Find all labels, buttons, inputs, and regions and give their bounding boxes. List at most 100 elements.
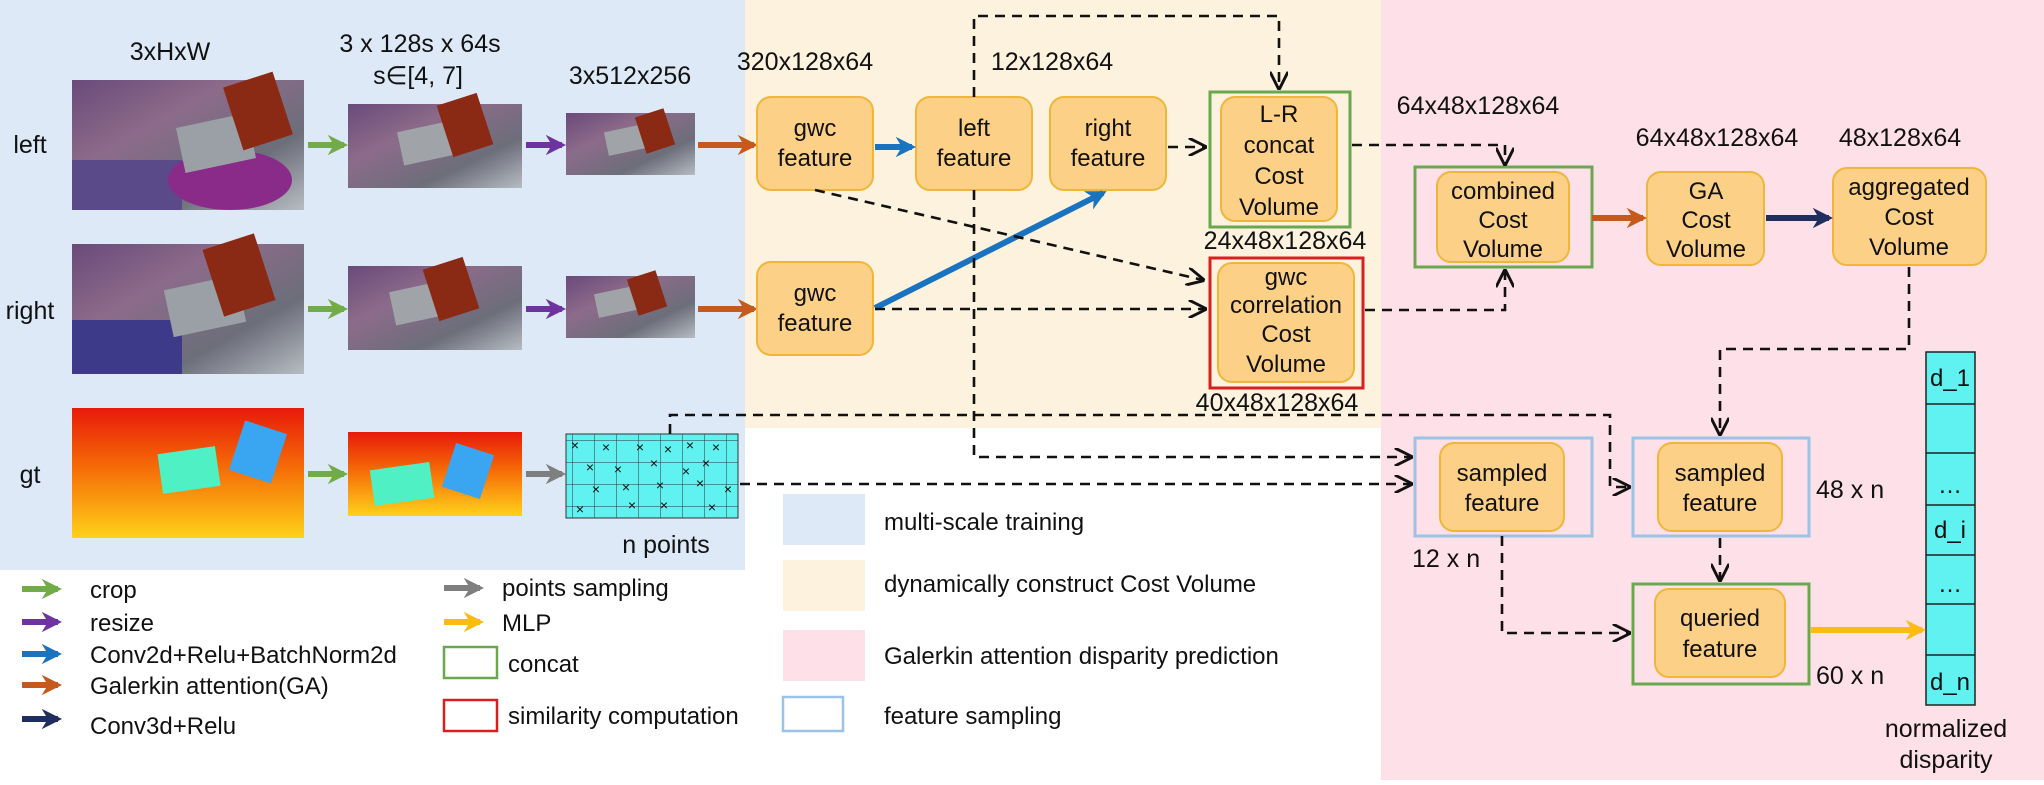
left-resize-image: [566, 108, 695, 175]
sampled-2-line2: feature: [1683, 490, 1758, 517]
dim-queried: 60 x n: [1816, 662, 1884, 690]
sample-point-mark: ×: [614, 461, 622, 477]
gwc-corr-line4: Volume: [1246, 351, 1326, 378]
gwc-corr-line3: Cost: [1261, 321, 1311, 348]
ga-cost-line3: Volume: [1666, 236, 1746, 263]
aggregated-line2: Cost: [1884, 204, 1934, 231]
sample-point-mark: ×: [628, 497, 636, 513]
dim-ga: 64x48x128x64: [1636, 124, 1799, 152]
aggregated-cost-volume-node: aggregated Cost Volume: [1832, 167, 1987, 266]
legend-sampling-label: feature sampling: [884, 703, 1061, 730]
sample-point-mark: ×: [586, 459, 594, 475]
left-crop-image: [348, 92, 522, 188]
sampled-1-line2: feature: [1465, 490, 1540, 517]
sample-point-mark: ×: [682, 463, 690, 479]
disparity-cell-dots-1: …: [1938, 472, 1962, 499]
legend-cost-volume-swatch: [783, 560, 865, 611]
gt-crop-image: [348, 432, 522, 516]
combined-line2: Cost: [1478, 207, 1528, 234]
right-feature-line2: feature: [1071, 145, 1146, 172]
disparity-caption-line1: normalized: [1885, 715, 2007, 743]
row-label-right: right: [6, 297, 55, 325]
sample-point-mark: ×: [622, 479, 630, 495]
disparity-cell-dots-2: …: [1938, 571, 1962, 598]
dim-sampled-left: 12 x n: [1412, 545, 1480, 573]
lr-concat-line3: Cost: [1254, 163, 1304, 190]
legend-regions: multi-scale training dynamically constru…: [781, 494, 1279, 733]
sampled-feature-node-2: sampled feature: [1631, 436, 1811, 538]
gt-input-image: [72, 408, 304, 538]
n-points-label: n points: [622, 531, 710, 559]
dash-aggregated-to-sampled-2: [1720, 267, 1911, 434]
combined-cost-volume-node: combined Cost Volume: [1413, 165, 1594, 269]
sample-point-mark: ×: [708, 499, 716, 515]
sample-point-mark: ×: [650, 455, 658, 471]
dim-combined: 64x48x128x64: [1397, 92, 1560, 120]
legend-points-label: points sampling: [502, 575, 669, 602]
right-input-image: [72, 233, 304, 374]
legend-resize-label: resize: [90, 610, 154, 637]
left-feature-node: left feature: [915, 96, 1033, 191]
dim-gwc: 320x128x64: [737, 48, 873, 76]
sample-point-mark: ×: [656, 477, 664, 493]
dash-gwc-left-to-corr: [814, 188, 1203, 280]
disparity-cell-d1: d_1: [1930, 365, 1970, 392]
legend-concat-swatch: [442, 645, 499, 680]
gwc-correlation-cost-volume-node: gwc correlation Cost Volume: [1208, 256, 1365, 390]
ga-cost-line1: GA: [1689, 178, 1724, 205]
sample-point-mark: ×: [724, 481, 732, 497]
left-input-image: [72, 71, 304, 210]
legend-sampling-swatch: [781, 695, 845, 733]
gwc-corr-line2: correlation: [1230, 292, 1342, 319]
legend-multiscale-swatch: [783, 494, 865, 545]
dash-points-to-sampled-2: [668, 413, 1629, 487]
dim-resize: 3x512x256: [569, 62, 691, 90]
lr-concat-line1: L-R: [1260, 101, 1299, 128]
gwc-right-line1: gwc: [794, 280, 837, 307]
sample-point-mark: ×: [592, 481, 600, 497]
lr-concat-cost-volume-node: L-R concat Cost Volume: [1208, 90, 1352, 229]
sampled-1-line1: sampled: [1457, 460, 1548, 487]
legend-galerkin-label: Galerkin attention disparity prediction: [884, 643, 1279, 670]
combined-line1: combined: [1451, 178, 1555, 205]
legend-multiscale-label: multi-scale training: [884, 509, 1084, 536]
sample-point-mark: ×: [664, 441, 672, 457]
legend-concat-label: concat: [508, 651, 579, 678]
right-feature-node: right feature: [1049, 96, 1167, 191]
sample-point-mark: ×: [602, 439, 610, 455]
sample-point-mark: ×: [571, 437, 579, 453]
dashed-connectors: [668, 14, 1911, 633]
dash-left-feature-top-to-lr: [972, 14, 1279, 97]
legend-ga-label: Galerkin attention(GA): [90, 673, 329, 700]
left-feature-line2: feature: [937, 145, 1012, 172]
dim-input: 3xHxW: [130, 38, 211, 66]
sample-point-mark: ×: [686, 437, 694, 453]
legend-cost-volume-label: dynamically construct Cost Volume: [884, 571, 1256, 598]
combined-line3: Volume: [1463, 236, 1543, 263]
queried-line2: feature: [1683, 636, 1758, 663]
row-label-gt: gt: [20, 461, 41, 489]
queried-feature-node: queried feature: [1631, 582, 1811, 686]
legend-crop-label: crop: [90, 577, 137, 604]
legend-galerkin-swatch: [783, 630, 865, 681]
legend-similarity-swatch: [442, 698, 499, 733]
gwc-right-line2: feature: [778, 310, 853, 337]
sample-point-mark: ×: [696, 475, 704, 491]
sample-point-mark: ×: [702, 455, 710, 471]
dim-corr-top: 24x48x128x64: [1204, 227, 1367, 255]
dash-left-feature-to-sampled: [972, 190, 1411, 457]
legend-conv2d-label: Conv2d+Relu+BatchNorm2d: [90, 642, 397, 669]
aggregated-line1: aggregated: [1848, 174, 1969, 201]
dim-aggregated: 48x128x64: [1839, 124, 1961, 152]
ga-cost-line2: Cost: [1681, 207, 1731, 234]
disparity-cell-dn: d_n: [1930, 669, 1970, 696]
dim-corr-bottom: 40x48x128x64: [1196, 389, 1359, 417]
row-label-left: left: [13, 131, 46, 159]
right-resize-image: [566, 270, 695, 338]
dash-corr-to-combined: [1365, 271, 1505, 312]
dim-crop-line1: 3 x 128s x 64s: [339, 30, 500, 58]
left-feature-line1: left: [958, 115, 990, 142]
sample-point-mark: ×: [660, 497, 668, 513]
